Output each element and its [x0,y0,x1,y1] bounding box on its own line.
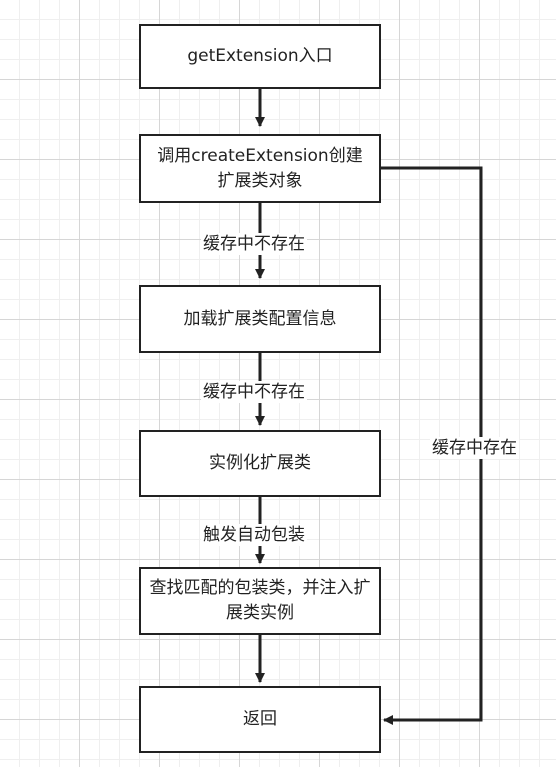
edge-label-cache-hit: 缓存中存在 [430,437,519,459]
node-instantiate: 实例化扩展类 [139,430,381,497]
node-create-extension: 调用createExtension创建扩展类对象 [139,134,381,203]
edge-label-trigger-wrap: 触发自动包装 [201,524,307,546]
edge-label-cache-miss-1: 缓存中不存在 [201,233,307,255]
node-return: 返回 [139,686,381,753]
node-entry: getExtension入口 [139,24,381,89]
node-load-config: 加载扩展类配置信息 [139,285,381,353]
edge-label-cache-miss-2: 缓存中不存在 [201,381,307,403]
node-wrap: 查找匹配的包装类，并注入扩展类实例 [139,567,381,635]
